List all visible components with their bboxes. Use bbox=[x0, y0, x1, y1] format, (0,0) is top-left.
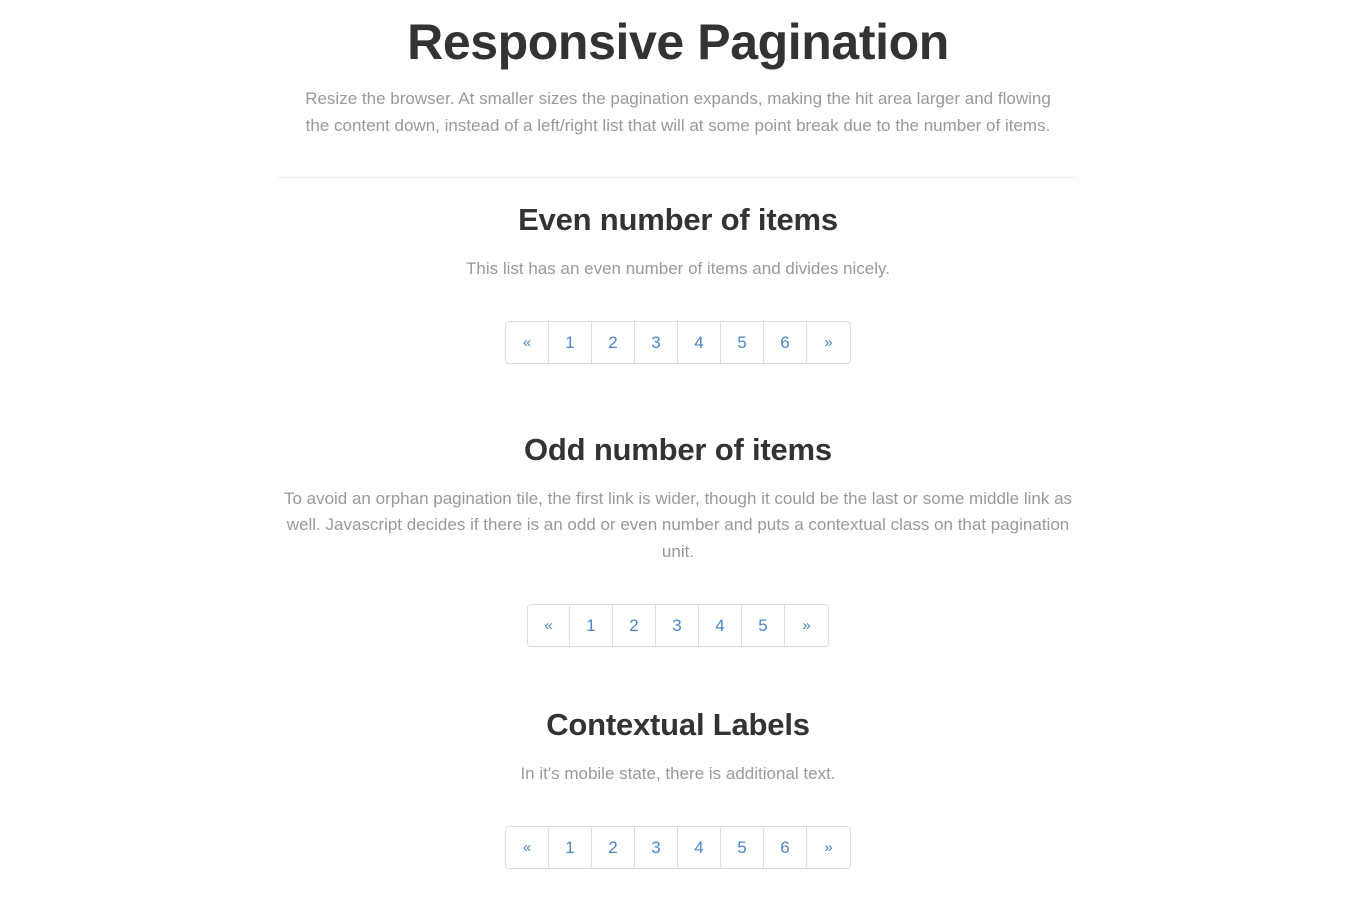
section-even: Even number of items This list has an ev… bbox=[278, 178, 1078, 365]
pagination-page-2[interactable]: 2 bbox=[613, 605, 656, 647]
section-description-odd: To avoid an orphan pagination tile, the … bbox=[283, 488, 1073, 561]
pagination-wrap-even: « 1 2 3 4 5 6 » bbox=[278, 321, 1078, 365]
pagination-contextual[interactable]: « 1 2 3 4 5 6 » bbox=[505, 826, 851, 870]
section-spacer bbox=[278, 364, 1078, 408]
pagination-next-button[interactable]: » bbox=[785, 605, 828, 647]
pagination-page-5[interactable]: 5 bbox=[721, 322, 764, 364]
pagination-wrap-odd: « 1 2 3 4 5 » bbox=[278, 604, 1078, 648]
pagination-prev-button[interactable]: « bbox=[506, 322, 549, 364]
pagination-page-4[interactable]: 4 bbox=[699, 605, 742, 647]
page-lead-description: Resize the browser. At smaller sizes the… bbox=[305, 89, 1051, 135]
section-title-odd: Odd number of items bbox=[524, 432, 832, 468]
pagination-even[interactable]: « 1 2 3 4 5 6 » bbox=[505, 321, 851, 365]
page-title: Responsive Pagination bbox=[407, 14, 949, 70]
pagination-page-3[interactable]: 3 bbox=[635, 322, 678, 364]
page-container: Responsive Pagination Resize the browser… bbox=[278, 0, 1078, 870]
pagination-page-5[interactable]: 5 bbox=[721, 827, 764, 869]
section-odd: Odd number of items To avoid an orphan p… bbox=[278, 408, 1078, 648]
pagination-page-1[interactable]: 1 bbox=[570, 605, 613, 647]
pagination-page-4[interactable]: 4 bbox=[678, 322, 721, 364]
section-description-even: This list has an even number of items an… bbox=[466, 258, 890, 278]
pagination-prev-button[interactable]: « bbox=[506, 827, 549, 869]
pagination-page-6[interactable]: 6 bbox=[764, 322, 807, 364]
pagination-page-6[interactable]: 6 bbox=[764, 827, 807, 869]
pagination-wrap-contextual: « 1 2 3 4 5 6 » bbox=[278, 826, 1078, 870]
pagination-odd[interactable]: « 1 2 3 4 5 » bbox=[527, 604, 829, 648]
section-title-even: Even number of items bbox=[518, 202, 838, 237]
pagination-page-2[interactable]: 2 bbox=[592, 322, 635, 364]
pagination-prev-button[interactable]: « bbox=[528, 605, 570, 647]
pagination-page-5[interactable]: 5 bbox=[742, 605, 785, 647]
pagination-next-button[interactable]: » bbox=[807, 322, 850, 364]
pagination-page-1[interactable]: 1 bbox=[549, 827, 592, 869]
pagination-page-3[interactable]: 3 bbox=[635, 827, 678, 869]
pagination-page-3[interactable]: 3 bbox=[656, 605, 699, 647]
pagination-page-1[interactable]: 1 bbox=[549, 322, 592, 364]
section-description-contextual: In it's mobile state, there is additiona… bbox=[520, 763, 836, 783]
header-divider bbox=[278, 177, 1078, 178]
pagination-page-2[interactable]: 2 bbox=[592, 827, 635, 869]
pagination-page-4[interactable]: 4 bbox=[678, 827, 721, 869]
section-contextual: Contextual Labels In it's mobile state, … bbox=[278, 683, 1078, 870]
pagination-next-button[interactable]: » bbox=[807, 827, 850, 869]
section-title-contextual: Contextual Labels bbox=[546, 707, 810, 743]
section-spacer bbox=[278, 647, 1078, 683]
